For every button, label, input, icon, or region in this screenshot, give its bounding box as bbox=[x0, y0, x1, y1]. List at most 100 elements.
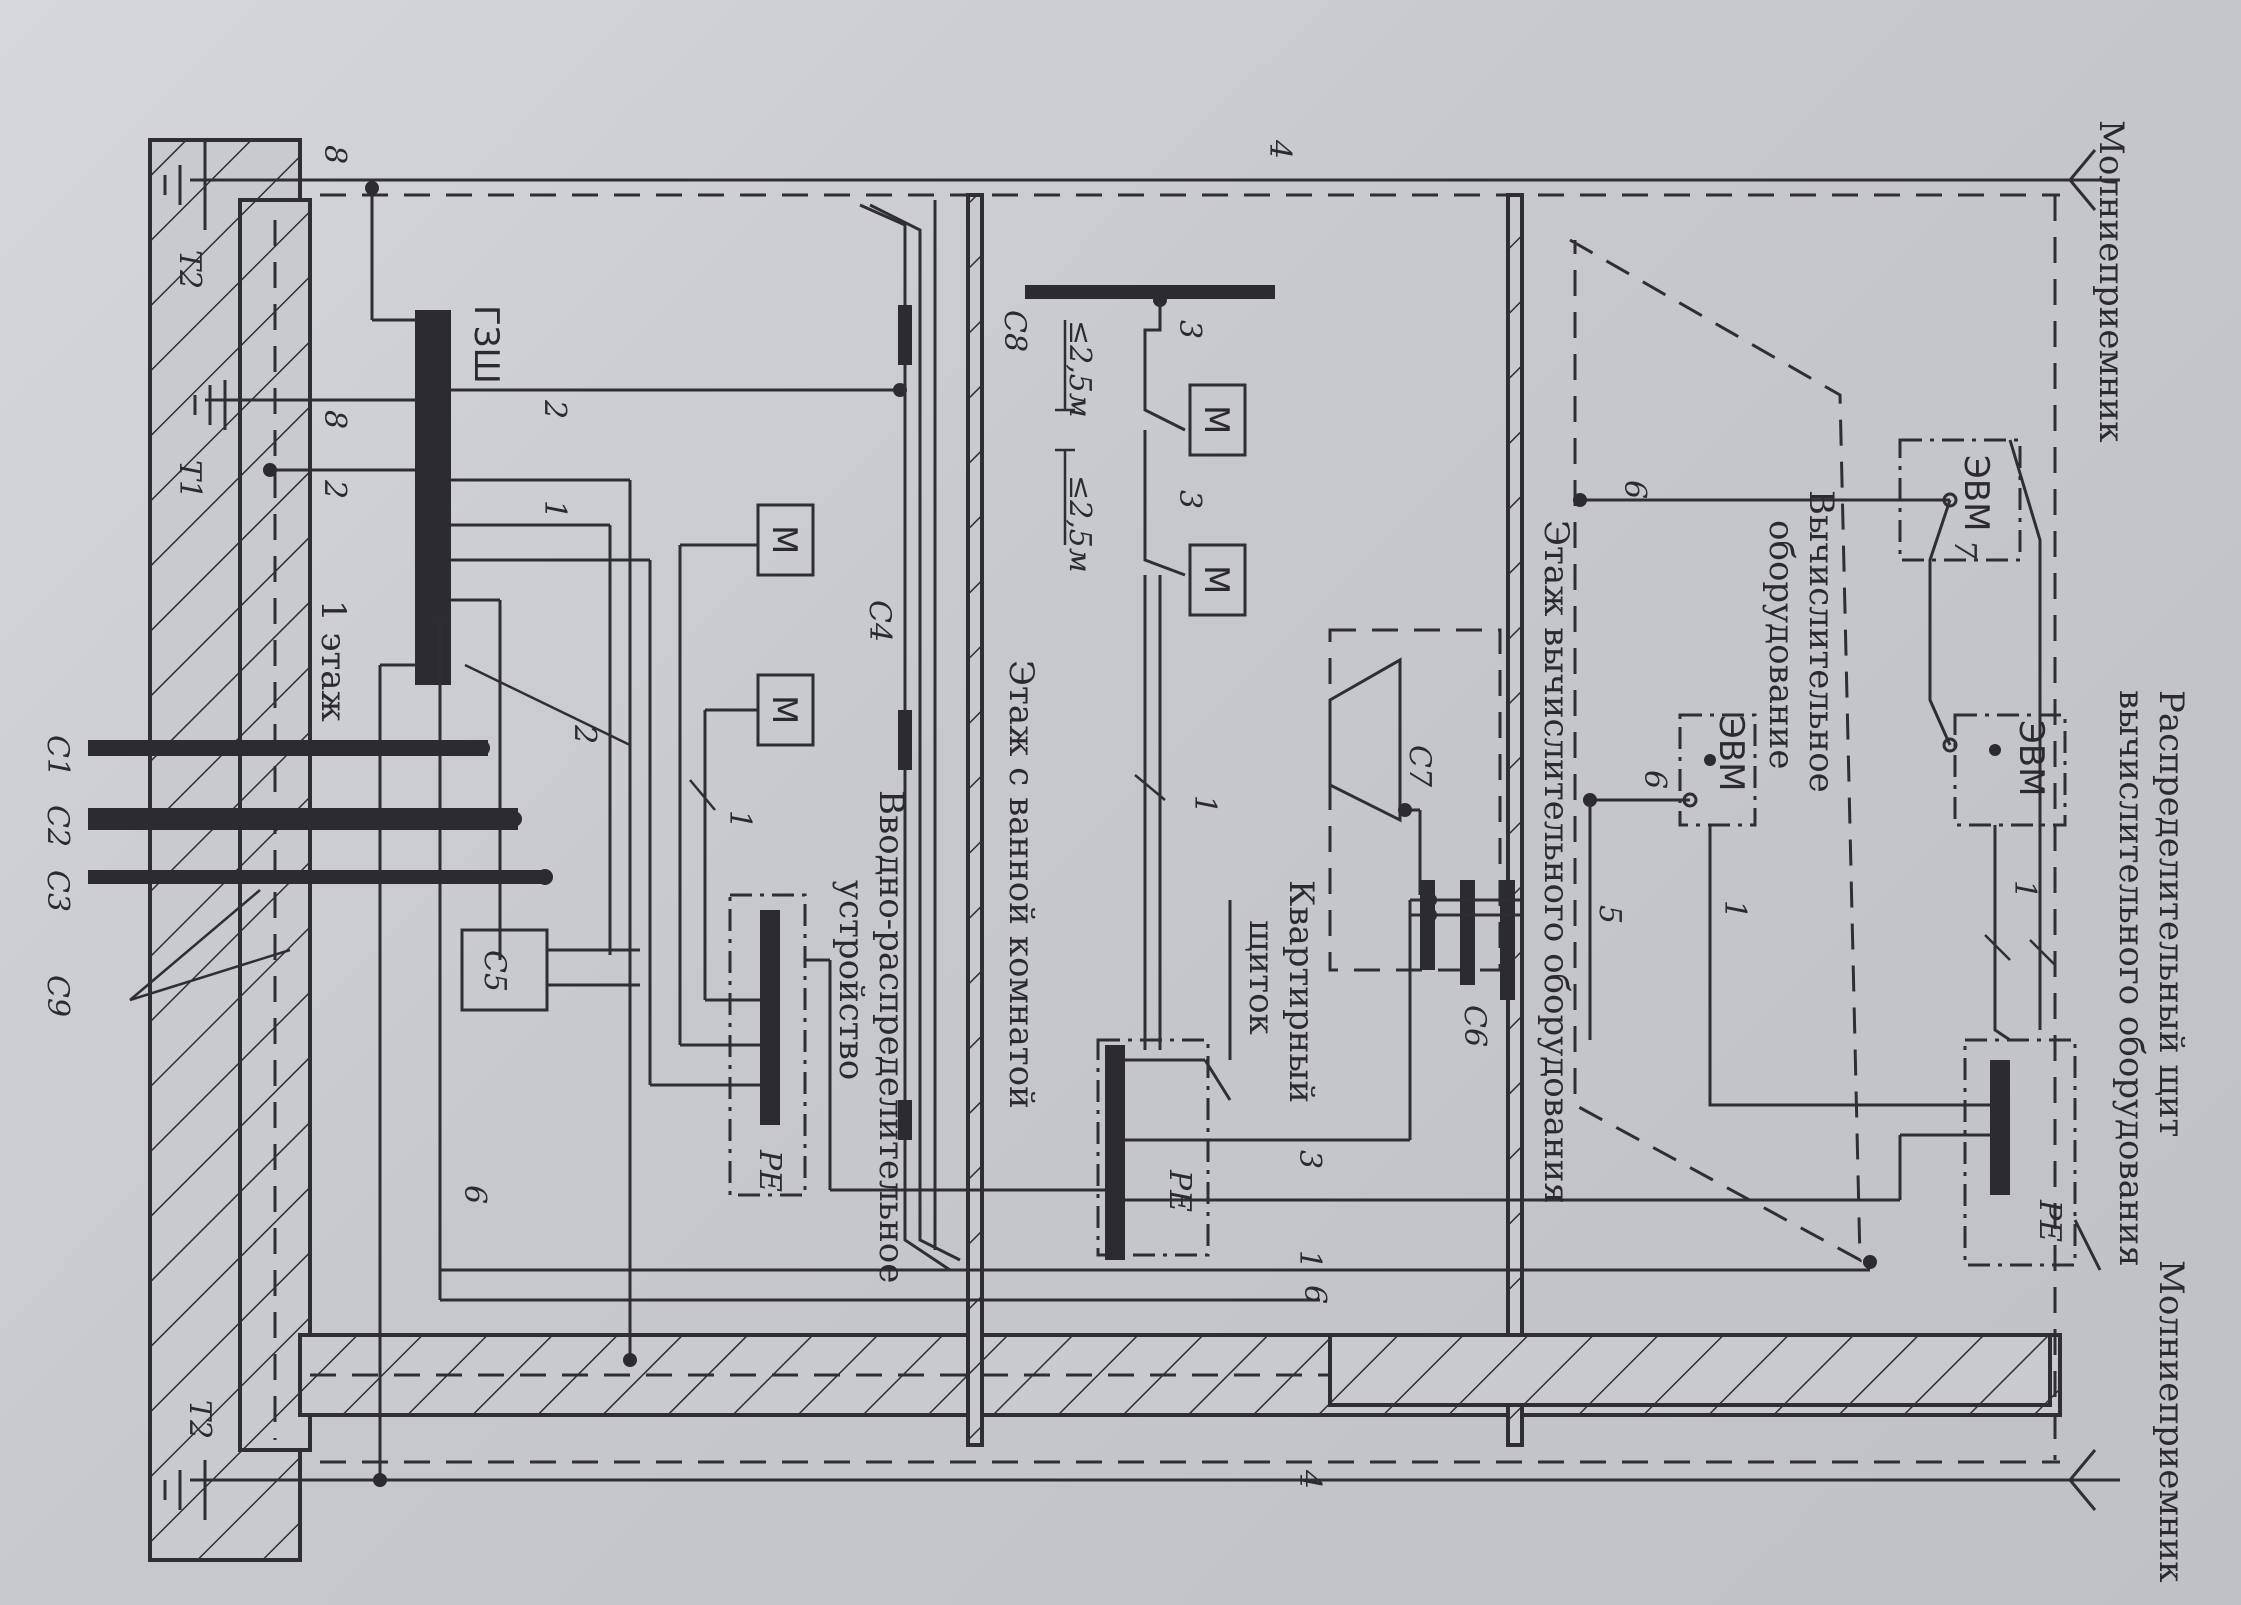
slab-computing-floor bbox=[1506, 193, 1524, 1447]
floor-bathroom-label: Этаж с ванной комнатой bbox=[1001, 660, 1041, 1109]
junction bbox=[1398, 803, 1412, 817]
t2-right-label: Т2 bbox=[182, 1400, 217, 1439]
computer-1-label: ЭВМ bbox=[1956, 455, 1996, 531]
bath-c8-bus bbox=[1025, 285, 1275, 299]
c6-bar-2 bbox=[1460, 880, 1475, 985]
label-6: 6 bbox=[457, 1185, 492, 1204]
c3-label: С3 bbox=[40, 870, 75, 912]
pc-terminal bbox=[1704, 754, 1716, 766]
c8-label: С8 bbox=[997, 310, 1032, 352]
computer-3-label: ЭВМ bbox=[1711, 715, 1751, 791]
label-3: 3 bbox=[1172, 320, 1207, 339]
ground-t2-left-icon bbox=[163, 140, 207, 230]
pc3-to-pe bbox=[1708, 825, 1990, 1107]
label-1: 1 bbox=[1717, 900, 1752, 919]
pc-terminal bbox=[1682, 792, 1698, 808]
pc1-to-board bbox=[2008, 439, 2042, 1030]
input-device-label-1: Вводно-распределительное bbox=[871, 790, 911, 1283]
lightning-receiver-top-label: Молниеприемник bbox=[2091, 120, 2131, 443]
tick bbox=[689, 779, 716, 811]
dist-board-frame bbox=[1963, 1038, 2077, 1267]
dimension-1-label: ≤2,5м bbox=[1062, 320, 1097, 418]
dist-board-label-1: Распределительный щит bbox=[2151, 690, 2191, 1137]
apartment-panel-label-1: Квартирный bbox=[1281, 880, 1321, 1103]
main-bus-label: ГЗШ bbox=[466, 305, 506, 384]
label-2: 2 bbox=[537, 399, 572, 419]
pipe-c3 bbox=[88, 870, 548, 884]
junction bbox=[474, 740, 490, 756]
c7-device-icon bbox=[1328, 657, 1402, 823]
junction bbox=[506, 811, 522, 827]
label-8: 8 bbox=[317, 145, 352, 164]
line-7 bbox=[1928, 499, 1952, 746]
pc-terminal bbox=[1989, 744, 2001, 756]
input-device-label-2: устройство bbox=[831, 880, 871, 1080]
motor-3-label: М bbox=[1196, 405, 1236, 434]
label-1: 1 bbox=[722, 810, 757, 829]
lightning-receiver-top-icon bbox=[2068, 149, 2120, 211]
floor-1-label: 1 этаж bbox=[313, 600, 353, 722]
motor-1-label: М bbox=[764, 525, 804, 554]
junction bbox=[623, 1353, 637, 1367]
junction bbox=[1573, 493, 1587, 507]
bath-link-3b bbox=[1143, 430, 1186, 577]
computer-2-label: ЭВМ bbox=[2011, 720, 2051, 796]
label-6: 6 bbox=[1637, 770, 1672, 789]
c4-label: С4 bbox=[862, 600, 897, 642]
c7-label: С7 bbox=[1402, 745, 1437, 788]
c1-label: С1 bbox=[40, 735, 75, 777]
label-3: 3 bbox=[1172, 490, 1207, 509]
lightning-receiver-bottom-label: Молниеприемник bbox=[2151, 1260, 2191, 1583]
junction bbox=[263, 463, 277, 477]
computing-zone-dash bbox=[1569, 238, 1862, 1263]
t2-left-label: Т2 bbox=[172, 250, 207, 289]
label-1: 1 bbox=[2007, 880, 2042, 899]
pe-2-label: PE bbox=[1162, 1169, 1197, 1212]
junction bbox=[1423, 908, 1437, 922]
board-switch bbox=[2073, 1219, 2102, 1271]
slab-bathroom-floor bbox=[966, 193, 984, 1447]
pc-terminal bbox=[1942, 737, 1958, 753]
computer-3-frame bbox=[1678, 713, 1757, 827]
label-7: 7 bbox=[1947, 540, 1982, 560]
c6-bar-3 bbox=[1500, 880, 1515, 1000]
c5-box bbox=[460, 928, 549, 1012]
tick bbox=[1134, 774, 1166, 801]
c5-label: С5 bbox=[477, 950, 512, 992]
label-2: 2 bbox=[317, 479, 352, 499]
c2-label: С2 bbox=[40, 805, 75, 847]
c6-label: С6 bbox=[1457, 1005, 1492, 1047]
pc2-to-board bbox=[1993, 825, 2011, 1042]
computing-equipment-label-1: Вычислительное bbox=[1801, 490, 1841, 793]
riser-c4-inner bbox=[869, 203, 961, 1262]
riser-joint bbox=[898, 710, 912, 770]
riser-joint bbox=[898, 1100, 912, 1140]
tick bbox=[1984, 934, 2011, 961]
apartment-panel-pe-bus bbox=[1105, 1045, 1125, 1260]
c7-frame bbox=[1328, 628, 1502, 972]
label-2: 2 bbox=[567, 724, 602, 744]
floor-computing-label: Этаж вычислительного оборудования bbox=[1536, 520, 1576, 1204]
label-1: 1 bbox=[537, 500, 572, 519]
bath-link-3a bbox=[1143, 300, 1186, 432]
c9-pointer bbox=[129, 889, 261, 1001]
apartment-panel-label-2: щиток bbox=[1241, 920, 1281, 1035]
label-5: 5 bbox=[1592, 905, 1627, 924]
motor-3-box bbox=[1188, 383, 1247, 457]
label-6: 6 bbox=[1617, 480, 1652, 499]
motor-4-label: М bbox=[1196, 565, 1236, 594]
motor-4-box bbox=[1188, 543, 1247, 617]
label-1: 1 bbox=[1292, 1250, 1327, 1269]
junction bbox=[373, 1473, 387, 1487]
label-4: 4 bbox=[1292, 1469, 1327, 1489]
junction bbox=[1423, 893, 1437, 907]
t1-label: Т1 bbox=[172, 460, 207, 499]
pe-3-label: PE bbox=[752, 1149, 787, 1192]
main-grounding-bus bbox=[415, 310, 451, 685]
computer-1-frame bbox=[1898, 438, 2022, 562]
junction bbox=[1863, 1255, 1877, 1269]
ground-t2-right-icon bbox=[163, 1460, 207, 1520]
motor-1-box bbox=[756, 503, 815, 577]
motor-2-label: М bbox=[764, 695, 804, 724]
